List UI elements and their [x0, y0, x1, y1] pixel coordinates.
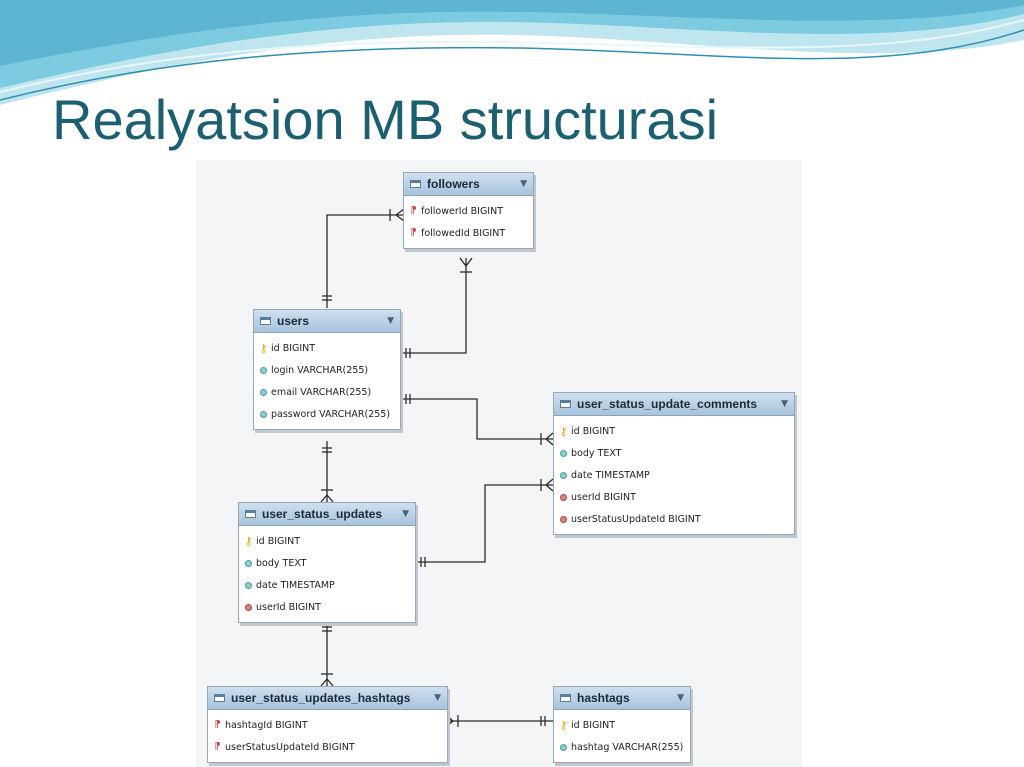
foreign-key-icon: ⁋ — [410, 227, 417, 238]
column-userStatusUpdateId[interactable]: userStatusUpdateId BIGINT — [554, 508, 794, 530]
entity-header[interactable]: user_status_update_comments ▼ — [554, 393, 794, 416]
attribute-icon — [559, 471, 568, 479]
attribute-icon — [559, 743, 568, 751]
attribute-icon — [259, 388, 268, 396]
table-icon — [260, 317, 271, 325]
column-id[interactable]: ⚷ id BIGINT — [254, 337, 400, 359]
foreign-key-attribute-icon — [244, 603, 253, 611]
column-date[interactable]: date TIMESTAMP — [554, 464, 794, 486]
relationship-users-followers-follower — [326, 214, 404, 308]
entity-user-status-update-comments[interactable]: user_status_update_comments ▼ ⚷ id BIGIN… — [553, 392, 795, 535]
column-login[interactable]: login VARCHAR(255) — [254, 359, 400, 381]
column-label: date TIMESTAMP — [571, 469, 650, 481]
attribute-icon — [259, 366, 268, 374]
column-label: userId BIGINT — [571, 491, 636, 503]
entity-name: user_status_update_comments — [577, 397, 758, 411]
column-label: password VARCHAR(255) — [271, 408, 391, 420]
chevron-down-icon[interactable]: ▼ — [434, 693, 441, 703]
column-userId[interactable]: userId BIGINT — [554, 486, 794, 508]
primary-key-icon: ⚷ — [244, 534, 253, 548]
column-followerId[interactable]: ⁋ followerId BIGINT — [404, 200, 533, 222]
column-label: followerId BIGINT — [421, 205, 504, 217]
primary-key-icon: ⚷ — [259, 341, 268, 355]
column-label: id BIGINT — [256, 535, 301, 547]
chevron-down-icon[interactable]: ▼ — [402, 509, 409, 519]
column-id[interactable]: ⚷ id BIGINT — [239, 530, 415, 552]
column-followedId[interactable]: ⁋ followedId BIGINT — [404, 222, 533, 244]
column-id[interactable]: ⚷ id BIGINT — [554, 714, 690, 736]
column-userId[interactable]: userId BIGINT — [239, 596, 415, 618]
primary-key-icon: ⚷ — [559, 718, 568, 732]
column-label: body TEXT — [571, 447, 622, 459]
entity-header[interactable]: hashtags ▼ — [554, 687, 690, 710]
relationship-users-comments — [400, 398, 553, 440]
page-title: Realyatsion MB structurasi — [52, 88, 719, 151]
entity-header[interactable]: user_status_updates_hashtags ▼ — [208, 687, 447, 710]
column-email[interactable]: email VARCHAR(255) — [254, 381, 400, 403]
column-password[interactable]: password VARCHAR(255) — [254, 403, 400, 425]
column-label: id BIGINT — [271, 342, 316, 354]
table-icon — [410, 180, 421, 188]
relationship-updates-comments — [415, 484, 553, 563]
primary-key-icon: ⚷ — [559, 424, 568, 438]
column-label: id BIGINT — [571, 425, 616, 437]
chevron-down-icon[interactable]: ▼ — [677, 693, 684, 703]
chevron-down-icon[interactable]: ▼ — [781, 399, 788, 409]
column-label: body TEXT — [256, 557, 307, 569]
column-label: id BIGINT — [571, 719, 616, 731]
attribute-icon — [244, 559, 253, 567]
chevron-down-icon[interactable]: ▼ — [520, 179, 527, 189]
column-label: hashtagId BIGINT — [225, 719, 308, 731]
column-hashtagId[interactable]: ⁋ hashtagId BIGINT — [208, 714, 447, 736]
entity-header[interactable]: followers ▼ — [404, 173, 533, 196]
foreign-key-attribute-icon — [559, 515, 568, 523]
relationship-users-followers-followed — [400, 258, 467, 354]
entity-name: hashtags — [577, 691, 630, 705]
table-icon — [214, 694, 225, 702]
column-label: login VARCHAR(255) — [271, 364, 369, 376]
column-id[interactable]: ⚷ id BIGINT — [554, 420, 794, 442]
column-label: userId BIGINT — [256, 601, 321, 613]
entity-name: followers — [427, 177, 480, 191]
entity-hashtags[interactable]: hashtags ▼ ⚷ id BIGINT hashtag VARCHAR(2… — [553, 686, 691, 763]
attribute-icon — [559, 449, 568, 457]
table-icon — [245, 510, 256, 518]
table-icon — [560, 694, 571, 702]
entity-header[interactable]: user_status_updates ▼ — [239, 503, 415, 526]
column-hashtag[interactable]: hashtag VARCHAR(255) — [554, 736, 690, 758]
foreign-key-icon: ⁋ — [214, 719, 221, 730]
foreign-key-icon: ⁋ — [410, 205, 417, 216]
entity-users[interactable]: users ▼ ⚷ id BIGINT login VARCHAR(255) e… — [253, 309, 401, 430]
column-label: userStatusUpdateId BIGINT — [225, 741, 355, 753]
column-userStatusUpdateId[interactable]: ⁋ userStatusUpdateId BIGINT — [208, 736, 447, 758]
entity-name: users — [277, 314, 310, 328]
entity-followers[interactable]: followers ▼ ⁋ followerId BIGINT ⁋ follow… — [403, 172, 534, 249]
entity-header[interactable]: users ▼ — [254, 310, 400, 333]
column-body[interactable]: body TEXT — [239, 552, 415, 574]
column-label: userStatusUpdateId BIGINT — [571, 513, 701, 525]
column-body[interactable]: body TEXT — [554, 442, 794, 464]
column-label: date TIMESTAMP — [256, 579, 335, 591]
attribute-icon — [244, 581, 253, 589]
entity-name: user_status_updates_hashtags — [231, 691, 411, 705]
chevron-down-icon[interactable]: ▼ — [387, 316, 394, 326]
column-label: hashtag VARCHAR(255) — [571, 741, 684, 753]
attribute-icon — [259, 410, 268, 418]
entity-user-status-updates-hashtags[interactable]: user_status_updates_hashtags ▼ ⁋ hashtag… — [207, 686, 448, 763]
column-date[interactable]: date TIMESTAMP — [239, 574, 415, 596]
table-icon — [560, 400, 571, 408]
column-label: followedId BIGINT — [421, 227, 506, 239]
column-label: email VARCHAR(255) — [271, 386, 372, 398]
entity-name: user_status_updates — [262, 507, 383, 521]
foreign-key-icon: ⁋ — [214, 741, 221, 752]
entity-user-status-updates[interactable]: user_status_updates ▼ ⚷ id BIGINT body T… — [238, 502, 416, 623]
foreign-key-attribute-icon — [559, 493, 568, 501]
